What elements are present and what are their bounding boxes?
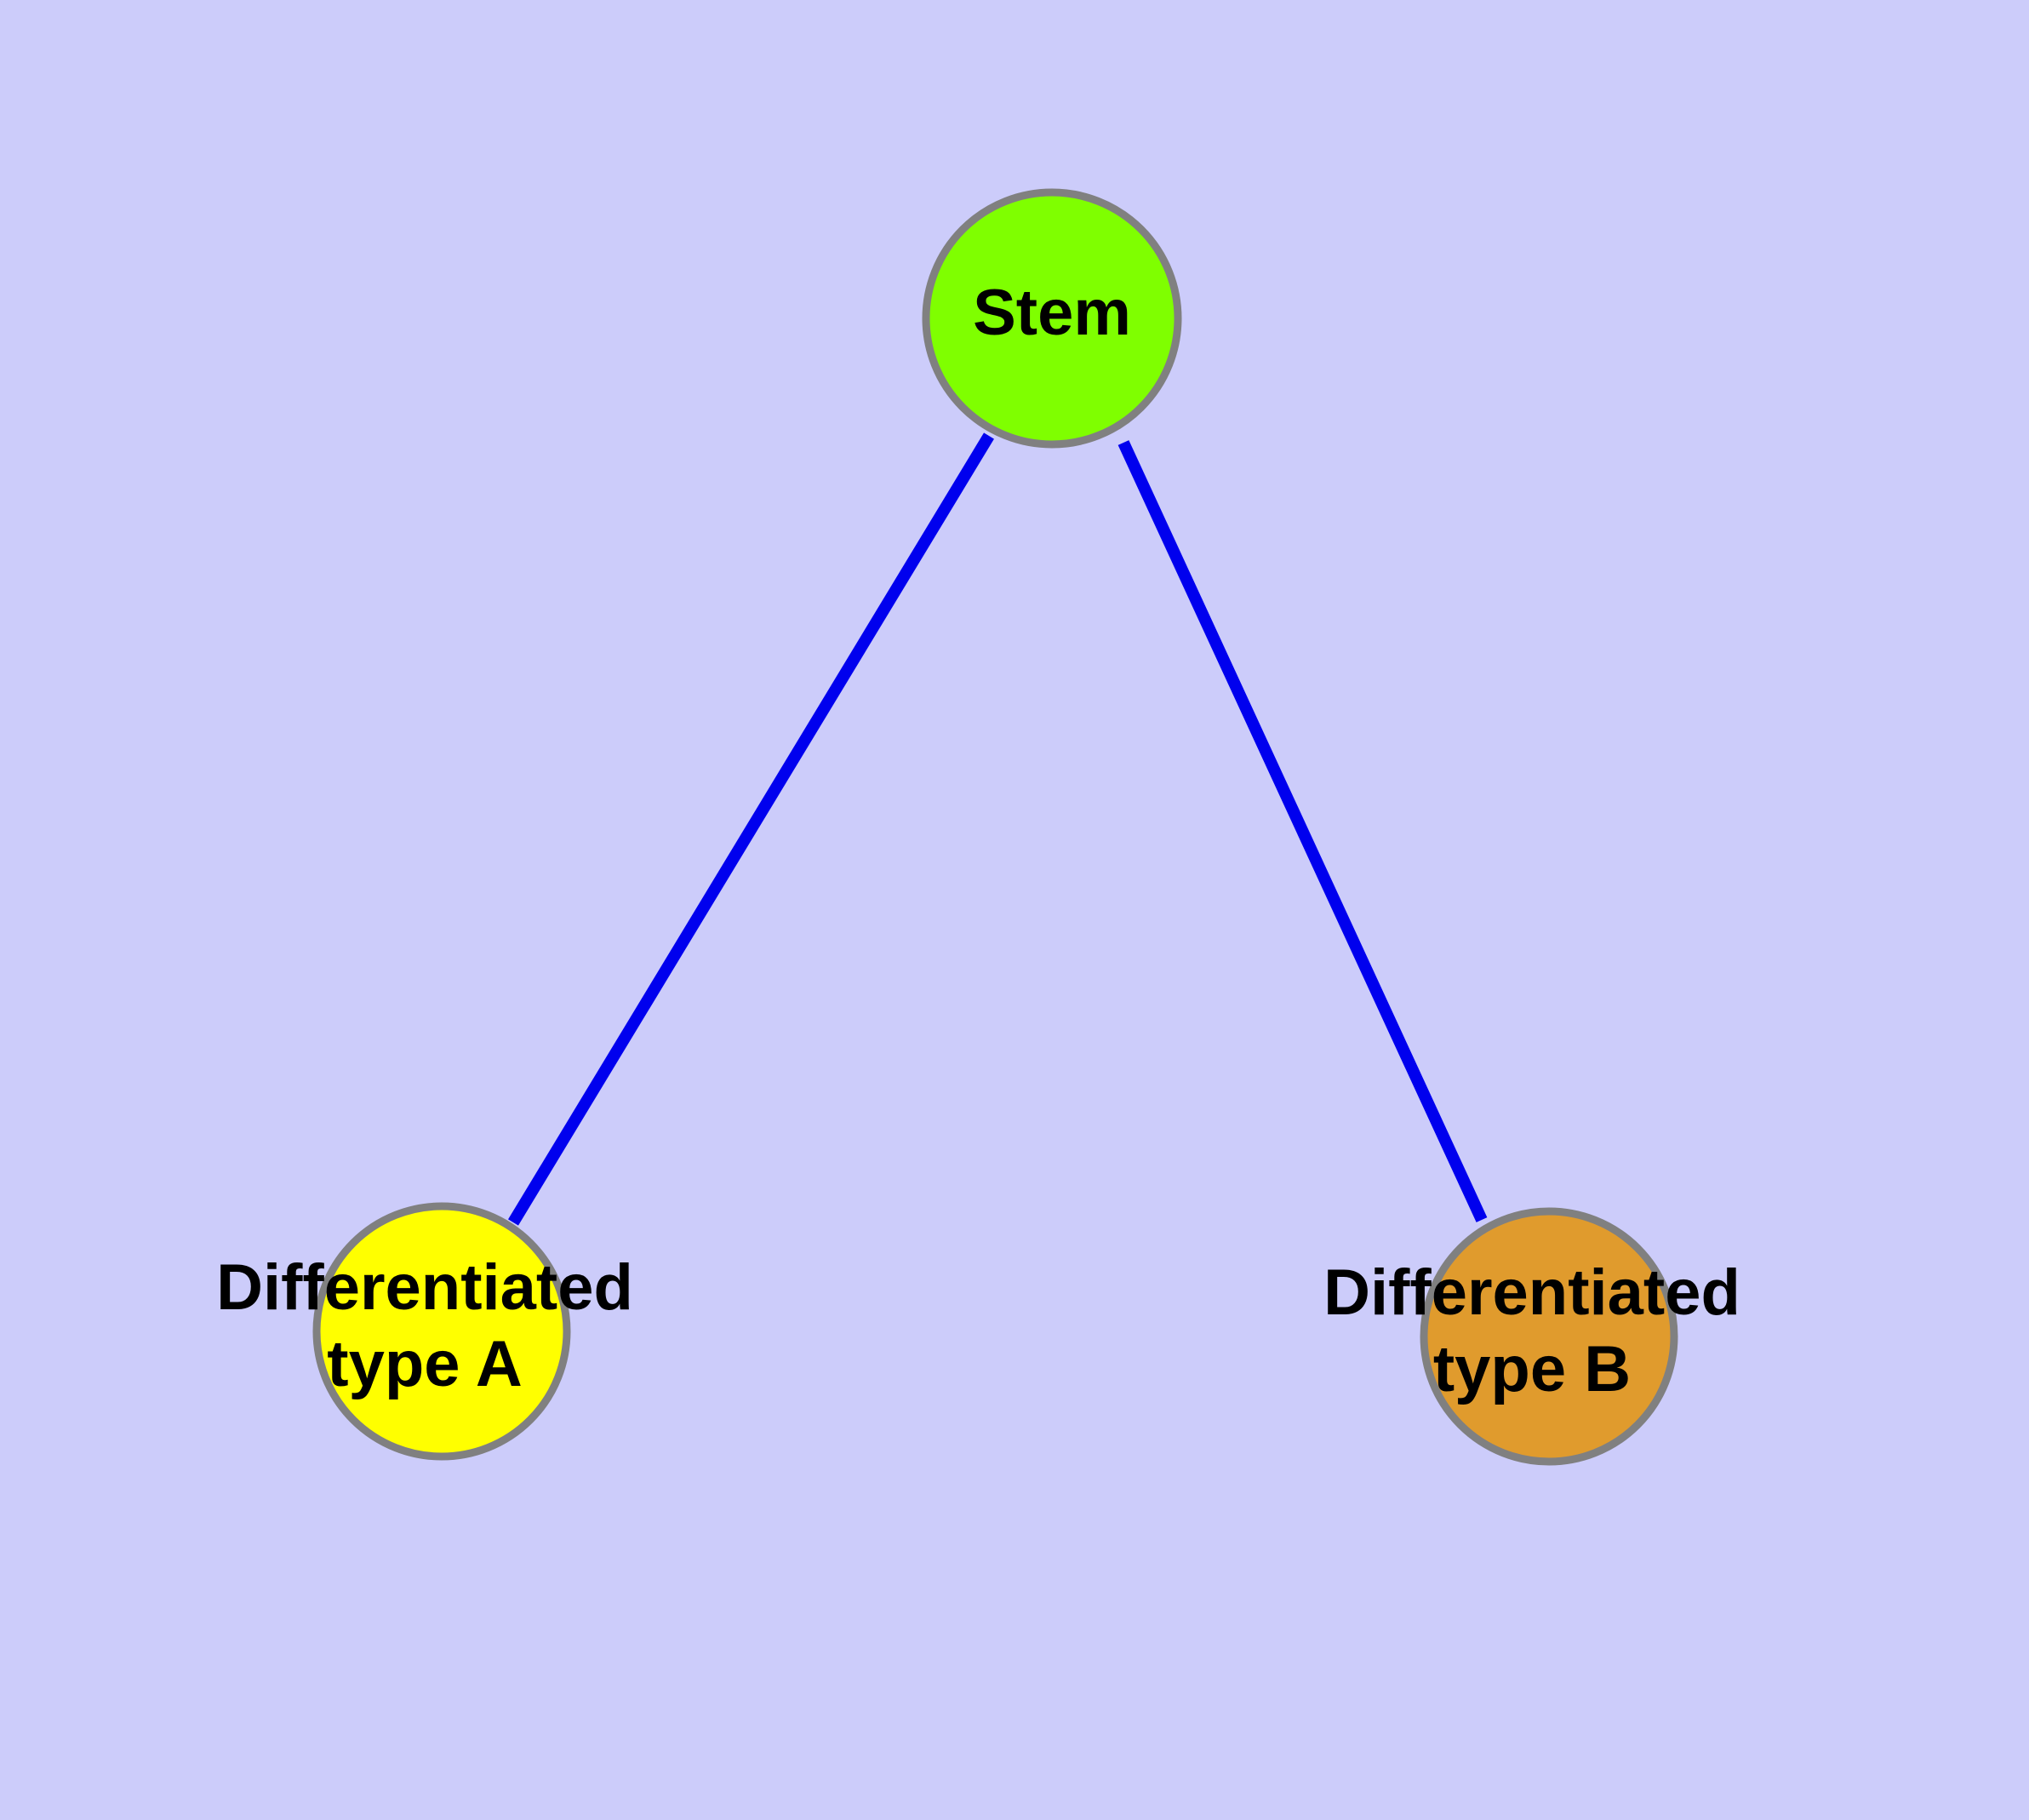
node-differentiated-type-a[interactable] xyxy=(312,1202,571,1461)
node-layer xyxy=(312,188,1678,1466)
edge-stem-to-differentiated-type-b[interactable] xyxy=(1117,440,1488,1222)
edge-stem-to-differentiated-type-a[interactable] xyxy=(508,432,994,1226)
edge-layer xyxy=(508,432,1488,1226)
node-stem[interactable] xyxy=(922,188,1182,449)
node-differentiated-type-b[interactable] xyxy=(1420,1207,1678,1466)
